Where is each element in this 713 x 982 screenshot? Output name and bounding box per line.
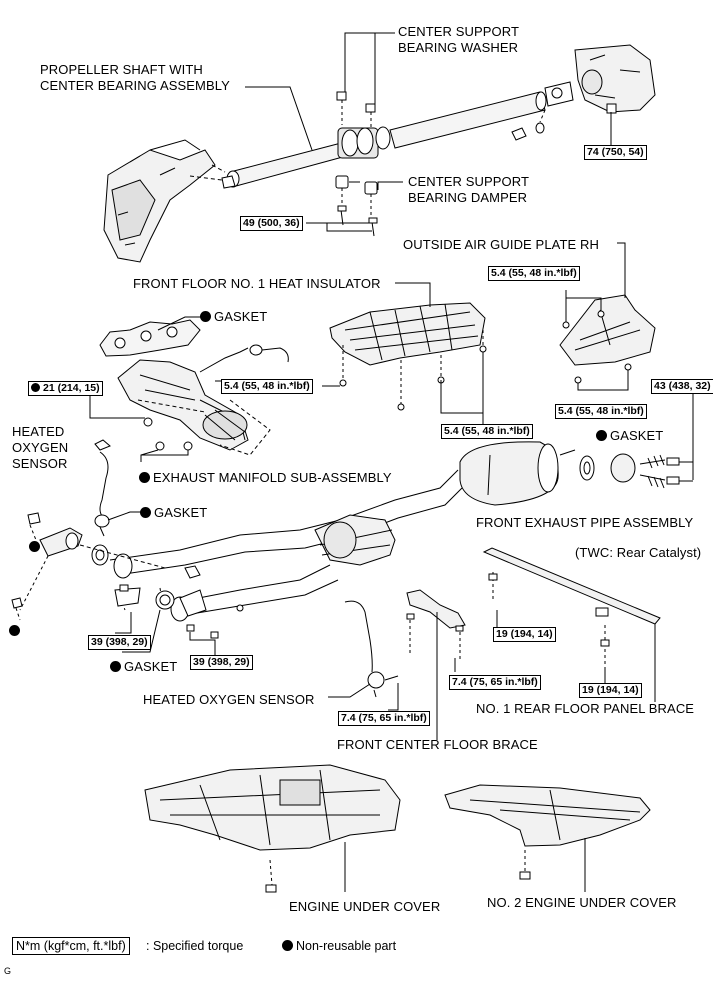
twc-note: (TWC: Rear Catalyst) — [575, 545, 702, 560]
torque-spec-nonreusable: 21 (214, 15) — [28, 381, 103, 396]
left-flange-parts-drawing — [11, 512, 219, 639]
rear-flange-drawing — [579, 453, 693, 489]
non-reusable-icon — [282, 940, 293, 951]
torque-spec: 5.4 (55, 48 in.*lbf) — [555, 404, 647, 419]
torque-spec: 7.4 (75, 65 in.*lbf) — [449, 675, 541, 690]
non-reusable-icon — [31, 383, 40, 392]
rear-brace-drawing — [482, 547, 661, 668]
left-oxygen-sensor-drawing — [94, 439, 111, 537]
legend-torque-text: : Specified torque — [146, 939, 244, 953]
torque-spec: 19 (194, 14) — [579, 683, 642, 698]
torque-spec: 5.4 (55, 48 in.*lbf) — [441, 424, 533, 439]
propeller-shaft-drawing — [103, 44, 656, 263]
center-bearing-fasteners — [335, 91, 617, 237]
torque-spec: 39 (398, 29) — [190, 655, 253, 670]
torque-spec: 7.4 (75, 65 in.*lbf) — [338, 711, 430, 726]
propeller-shaft-label: PROPELLER SHAFT WITH CENTER BEARING ASSE… — [40, 62, 230, 93]
non-reusable-marker — [9, 625, 20, 636]
no2-engine-under-cover-label: NO. 2 ENGINE UNDER COVER — [487, 895, 677, 910]
gasket-label-flange: GASKET — [110, 659, 177, 675]
gasket-label-rear: GASKET — [596, 428, 663, 444]
torque-spec: 5.4 (55, 48 in.*lbf) — [221, 379, 313, 394]
oxygen-sensor-drawing — [344, 600, 399, 698]
exhaust-manifold-drawing — [99, 319, 289, 456]
heated-oxygen-sensor-left-label: HEATED OXYGEN SENSOR — [12, 424, 69, 471]
non-reusable-marker — [29, 541, 40, 552]
non-reusable-icon — [596, 430, 607, 441]
engine-under-cover-drawing — [144, 764, 401, 893]
front-exhaust-pipe-drawing — [109, 441, 559, 622]
rear-floor-brace-label: NO. 1 REAR FLOOR PANEL BRACE — [476, 701, 695, 716]
legend-torque-box: N*m (kgf*cm, ft.*lbf) — [12, 937, 130, 955]
non-reusable-icon — [200, 311, 211, 322]
exhaust-manifold-label: EXHAUST MANIFOLD SUB-ASSEMBLY — [139, 470, 392, 486]
non-reusable-icon — [110, 661, 121, 672]
non-reusable-icon — [139, 472, 150, 483]
heat-insulator-drawing — [329, 302, 487, 411]
air-guide-plate-drawing — [559, 294, 656, 384]
engine-under-cover-label: ENGINE UNDER COVER — [289, 899, 441, 914]
heated-oxygen-sensor-label: HEATED OXYGEN SENSOR — [143, 692, 315, 707]
non-reusable-icon — [140, 507, 151, 518]
outside-air-guide-plate-label: OUTSIDE AIR GUIDE PLATE RH — [403, 237, 599, 252]
torque-spec: 19 (194, 14) — [493, 627, 556, 642]
center-support-bearing-washer-label: CENTER SUPPORT BEARING WASHER — [398, 24, 520, 55]
gasket-label-manifold: GASKET — [200, 309, 267, 325]
legend-nonreusable: Non-reusable part — [282, 938, 396, 954]
front-exhaust-pipe-label: FRONT EXHAUST PIPE ASSEMBLY — [476, 515, 694, 530]
front-center-floor-brace-label: FRONT CENTER FLOOR BRACE — [337, 737, 538, 752]
floor-brace-drawing — [406, 589, 466, 660]
torque-spec: 49 (500, 36) — [240, 216, 303, 231]
center-support-bearing-damper-label: CENTER SUPPORT BEARING DAMPER — [408, 174, 530, 205]
heat-insulator-label: FRONT FLOOR NO. 1 HEAT INSULATOR — [133, 276, 381, 291]
torque-spec: 39 (398, 29) — [88, 635, 151, 650]
corner-mark: G — [4, 966, 12, 976]
torque-spec: 43 (438, 32) — [651, 379, 713, 394]
no2-under-cover-drawing — [444, 784, 651, 880]
torque-spec: 5.4 (55, 48 in.*lbf) — [488, 266, 580, 281]
torque-spec: 74 (750, 54) — [584, 145, 647, 160]
gasket-label-o2: GASKET — [140, 505, 207, 521]
